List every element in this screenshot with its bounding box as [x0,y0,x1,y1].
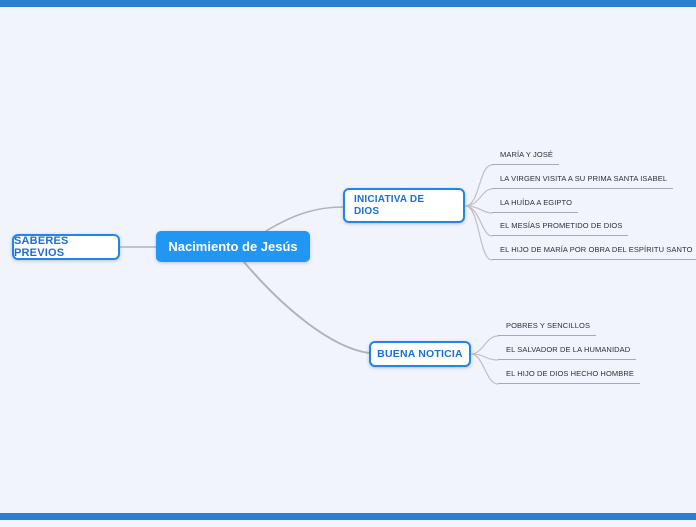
bottom-frame-bar [0,513,696,520]
connector-iniciativa-leaf-2 [465,188,493,207]
node-buena-noticia-label: BUENA NOTICIA [377,348,463,360]
node-root-label: Nacimiento de Jesús [168,239,298,254]
connector-lines [119,164,499,385]
connector-buena-leaf-1 [471,335,499,355]
node-buena-noticia[interactable]: BUENA NOTICIA [369,341,471,367]
connector-root-buena [243,261,370,354]
leaf-hijo-de-dios-hecho-hombre[interactable]: EL HIJO DE DIOS HECHO HOMBRE [498,368,640,384]
connector-iniciativa-leaf-5 [465,205,493,261]
connector-buena-leaf-2 [471,353,499,361]
node-root[interactable]: Nacimiento de Jesús [156,231,310,262]
leaf-pobres-y-sencillos[interactable]: POBRES Y SENCILLOS [498,320,597,336]
node-saberes-previos-label: SABERES PREVIOS [14,235,69,259]
top-frame-bar [0,0,696,7]
leaf-mesias-prometido[interactable]: EL MESÍAS PROMETIDO DE DIOS [492,220,629,236]
mindmap-canvas[interactable]: SABERES PREVIOS Nacimiento de Jesús INIC… [0,7,696,513]
connector-root-iniciativa [265,206,344,232]
leaf-maria-y-jose[interactable]: MARÍA Y JOSÉ [492,149,560,165]
connector-buena-leaf-3 [471,353,499,385]
leaf-virgen-visita-isabel[interactable]: LA VIRGEN VISITA A SU PRIMA SANTA ISABEL [492,173,674,189]
connector-iniciativa-leaf-3 [465,205,493,214]
leaf-salvador-humanidad[interactable]: EL SALVADOR DE LA HUMANIDAD [498,344,637,360]
leaf-hijo-de-maria-espiritu-santo[interactable]: EL HIJO DE MARÍA POR OBRA DEL ESPÍRITU S… [492,244,696,260]
connector-iniciativa-leaf-4 [465,205,493,237]
leaf-huida-a-egipto[interactable]: LA HUÍDA A EGIPTO [492,197,579,213]
node-iniciativa-de-dios[interactable]: INICIATIVA DE DIOS [343,188,465,223]
node-iniciativa-de-dios-label: INICIATIVA DE DIOS [354,193,425,217]
node-saberes-previos[interactable]: SABERES PREVIOS [12,234,120,260]
connector-iniciativa-leaf-1 [465,164,493,207]
